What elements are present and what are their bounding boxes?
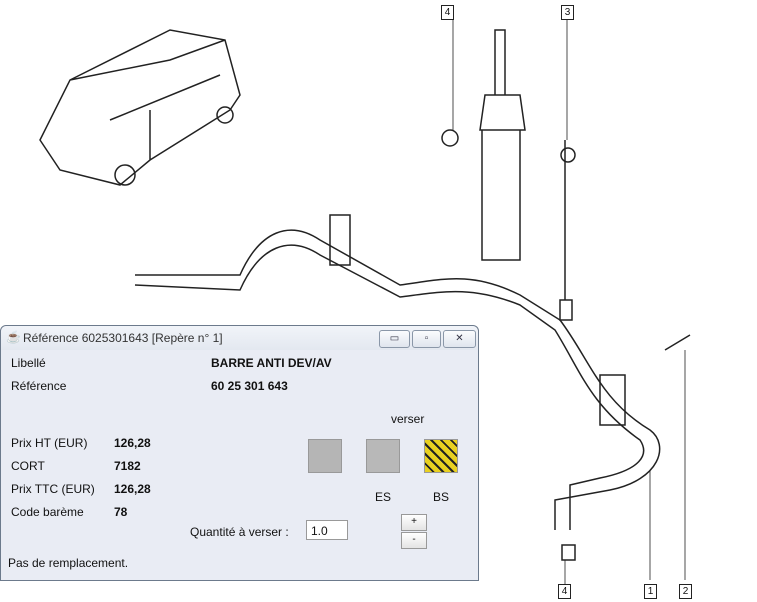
bs-icon-button[interactable]	[424, 439, 458, 473]
prix-ttc-label: Prix TTC (EUR)	[11, 482, 95, 496]
link-rod	[559, 140, 573, 321]
decrement-button[interactable]: -	[401, 532, 427, 549]
callout-2: 2	[679, 584, 692, 599]
title-bar[interactable]: ☕ Référence 6025301643 [Repère n° 1] ▭ ▫…	[1, 326, 478, 350]
maximize-button[interactable]: ▫	[412, 330, 441, 348]
cort-label: CORT	[11, 459, 45, 473]
window-title: Référence 6025301643 [Repère n° 1]	[23, 331, 223, 345]
bareme-label: Code barème	[11, 505, 84, 519]
anti-roll-bar	[134, 229, 661, 530]
status-text: Pas de remplacement.	[8, 556, 129, 570]
prix-ht-value: 126,28	[114, 436, 151, 450]
cort-value: 7182	[114, 459, 141, 473]
java-cup-icon: ☕	[6, 330, 21, 344]
bs-label: BS	[433, 490, 450, 504]
close-button[interactable]: ✕	[443, 330, 476, 348]
reference-label: Référence	[11, 379, 67, 393]
verser-heading: verser	[391, 412, 425, 426]
libelle-label: Libellé	[11, 356, 46, 370]
prix-ttc-value: 126,28	[114, 482, 151, 496]
es-label: ES	[375, 490, 392, 504]
callout-4-bottom: 4	[558, 584, 571, 599]
catalog-icon-button[interactable]	[308, 439, 342, 473]
prix-ht-label: Prix HT (EUR)	[11, 436, 88, 450]
reference-value: 60 25 301 643	[211, 379, 288, 393]
reference-dialog: ☕ Référence 6025301643 [Repère n° 1] ▭ ▫…	[0, 325, 479, 581]
increment-button[interactable]: +	[401, 514, 427, 531]
strut	[479, 29, 526, 261]
es-icon-button[interactable]	[366, 439, 400, 473]
minimize-button[interactable]: ▭	[379, 330, 410, 348]
bareme-value: 78	[114, 505, 128, 519]
callout-4-top: 4	[441, 5, 454, 20]
quantity-input[interactable]: 1.0	[306, 520, 348, 540]
van-illustration	[39, 29, 241, 186]
callout-3: 3	[561, 5, 574, 20]
libelle-value: BARRE ANTI DEV/AV	[211, 356, 332, 370]
callout-1: 1	[644, 584, 657, 599]
quantity-label: Quantité à verser :	[190, 525, 289, 539]
